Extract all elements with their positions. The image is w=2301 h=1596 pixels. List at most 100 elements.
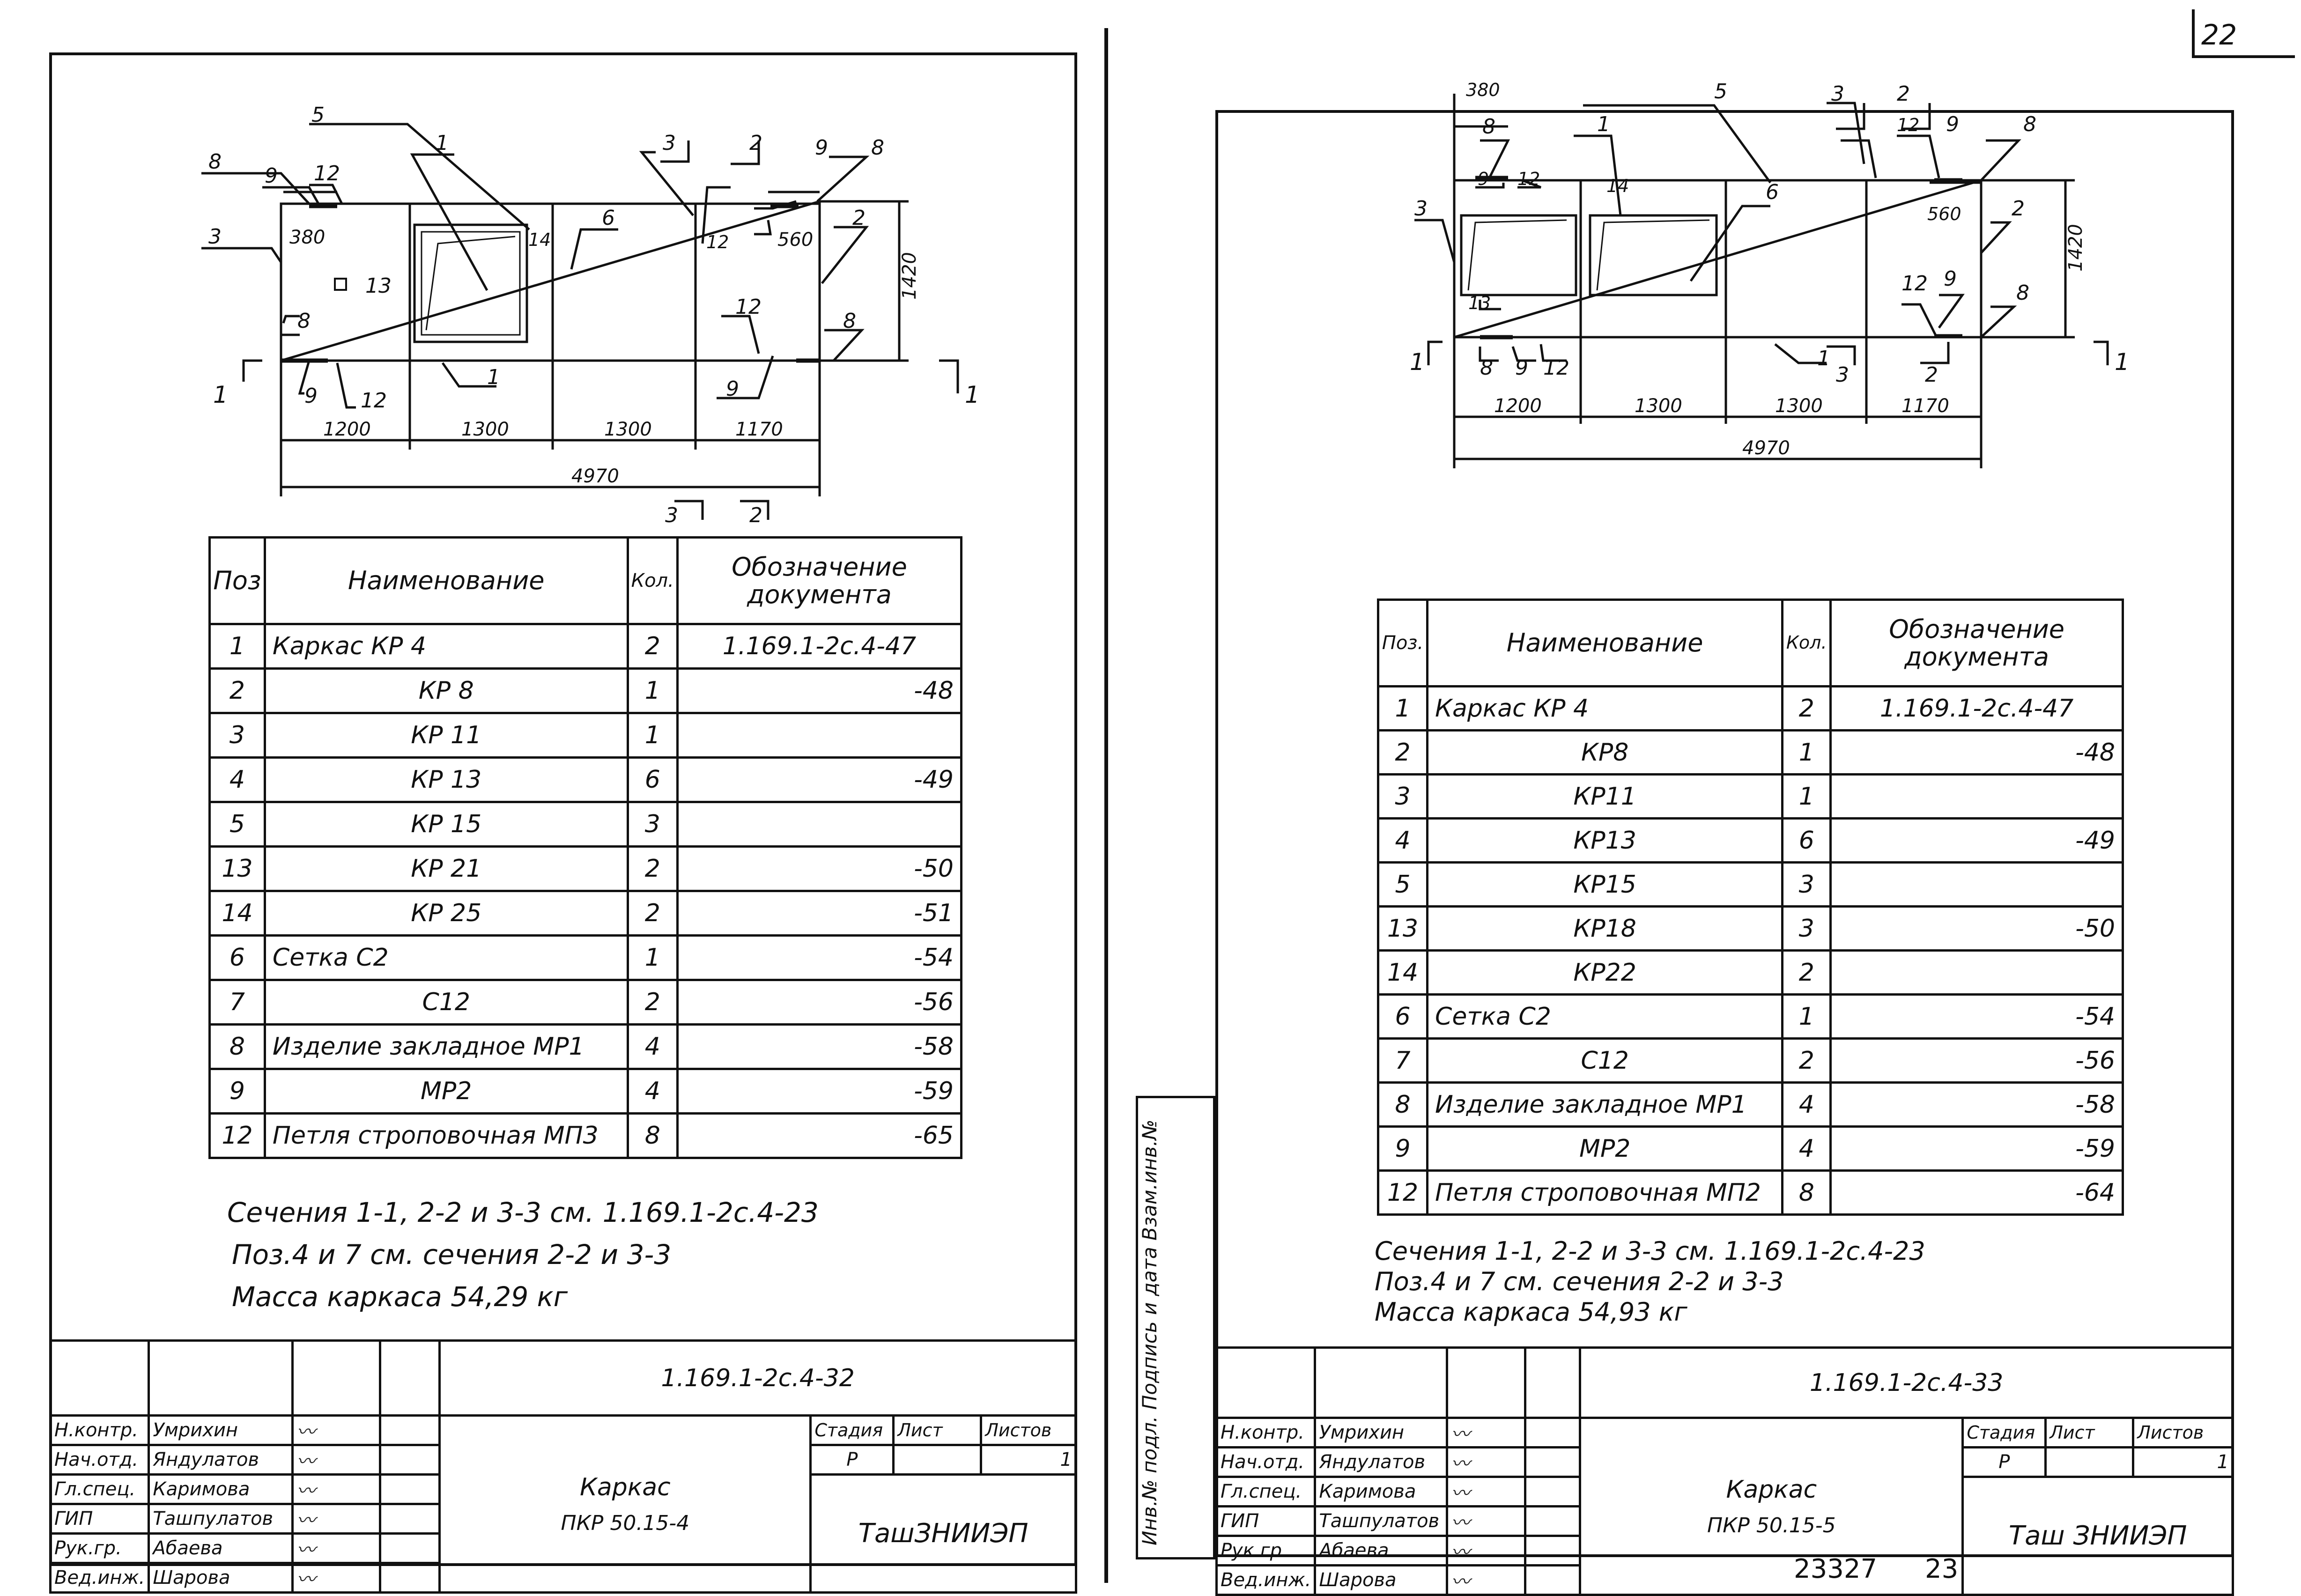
right-label-13: 13 — [1468, 293, 1491, 313]
left-cell-name: Изделие закладное МР1 — [263, 1023, 629, 1070]
right-cell-name: Каркас КР 4 — [1426, 685, 1784, 732]
left-cell-pos: 7 — [208, 979, 266, 1026]
left-label-8b: 8 — [871, 136, 884, 160]
left-cell-name: С12 — [263, 979, 629, 1026]
right-staff-role-0: Н.контр. — [1215, 1417, 1317, 1448]
right-cell-qty: 6 — [1781, 817, 1832, 864]
right-label-8d: 8 — [1480, 356, 1493, 380]
left-cell-doc: -56 — [676, 979, 963, 1026]
left-note-1: Сечения 1-1, 2-2 и 3-3 см. 1.169.1-2с.4-… — [227, 1197, 819, 1228]
right-cell-doc: -56 — [1829, 1037, 2124, 1084]
left-cell-pos: 12 — [208, 1112, 266, 1159]
right-cell-name: Изделие закладное МР1 — [1426, 1081, 1784, 1128]
left-spec-table: Поз Наименование Кол. Обозначение докуме… — [208, 536, 963, 1159]
right-cell-doc — [1829, 773, 2124, 820]
left-cell-qty: 1 — [626, 712, 679, 759]
right-label-12d: 12 — [1543, 356, 1569, 380]
right-signature-3: 〰 — [1446, 1505, 1527, 1537]
right-cell-name: Сетка С2 — [1426, 993, 1784, 1040]
left-sheets: 1 — [980, 1444, 1077, 1476]
right-staff-role-1: Нач.отд. — [1215, 1446, 1317, 1478]
left-spec-header: Поз Наименование Кол. Обозначение докуме… — [208, 536, 963, 625]
left-doc-code: 1.169.1-2с.4-32 — [438, 1339, 1077, 1417]
left-cell-qty: 1 — [626, 934, 679, 981]
left-cell-doc — [676, 712, 963, 759]
right-label-12c: 12 — [1901, 272, 1928, 296]
page-number: 22 — [2201, 19, 2237, 52]
left-label-12d: 12 — [361, 389, 387, 413]
left-label-6: 6 — [602, 206, 615, 230]
right-label-8c: 8 — [2016, 281, 2029, 305]
left-signature-5: 〰 — [291, 1562, 382, 1594]
left-dim-380: 380 — [289, 227, 325, 248]
left-cell-name: КР 25 — [263, 890, 629, 937]
left-staff-name-3: Ташпулатов — [148, 1503, 294, 1535]
left-staff-name-0: Умрихин — [148, 1414, 294, 1446]
right-cell-name: КР11 — [1426, 773, 1784, 820]
left-label-9c: 9 — [726, 377, 739, 401]
left-label-9b: 9 — [815, 136, 828, 160]
right-staff-role-3: ГИП — [1215, 1505, 1317, 1537]
right-dim-1200: 1200 — [1494, 395, 1542, 417]
right-dim-1170: 1170 — [1901, 395, 1949, 417]
right-cell-pos: 12 — [1376, 1169, 1429, 1216]
right-cell-doc: -50 — [1829, 905, 2124, 952]
right-cell-pos: 3 — [1376, 773, 1429, 820]
page-number-mark — [2192, 9, 2195, 56]
left-cell-name: КР 8 — [263, 667, 629, 714]
left-dim-1170: 1170 — [735, 419, 783, 440]
right-label-2top: 2 — [1897, 82, 1910, 106]
left-label-8d: 8 — [297, 309, 311, 333]
left-drawing-title: Каркас — [580, 1473, 671, 1501]
right-signature-0: 〰 — [1446, 1417, 1527, 1448]
left-staff-name-5: Шарова — [148, 1562, 294, 1594]
left-sheet — [892, 1444, 983, 1476]
left-label-12a: 12 — [314, 162, 340, 185]
right-cell-doc — [1829, 861, 2124, 908]
right-sheets: 1 — [2132, 1446, 2234, 1478]
right-cell-pos: 9 — [1376, 1125, 1429, 1172]
left-cell-name: Петля строповочная МП3 — [263, 1112, 629, 1159]
left-cell-pos: 4 — [208, 756, 266, 803]
left-cell-qty: 2 — [626, 979, 679, 1026]
left-label-9a: 9 — [265, 164, 278, 188]
right-col-doc: Обозначение документа — [1829, 598, 2124, 687]
right-cell-pos: 4 — [1376, 817, 1429, 864]
right-cell-qty: 2 — [1781, 949, 1832, 996]
right-note-2: Поз.4 и 7 см. сечения 2-2 и 3-3 — [1375, 1267, 1784, 1296]
right-staff-name-2: Каримова — [1314, 1476, 1449, 1507]
left-label-9d: 9 — [304, 384, 318, 408]
left-org: ТашЗНИИЭП — [809, 1473, 1077, 1594]
left-dim-4970: 4970 — [571, 466, 619, 487]
left-cell-doc: -48 — [676, 667, 963, 714]
right-cell-qty: 4 — [1781, 1081, 1832, 1128]
right-dim-560: 560 — [1927, 204, 1961, 224]
right-org: Таш ЗНИИЭП — [1961, 1476, 2234, 1596]
left-col-qty: Кол. — [626, 536, 679, 625]
right-label-12a: 12 — [1517, 169, 1540, 189]
page-number-underline — [2192, 55, 2295, 58]
left-label-13: 13 — [365, 274, 392, 298]
right-label-1b: 1 — [1817, 347, 1830, 370]
right-drawing-subtitle: ПКР 50.15-5 — [1707, 1513, 1836, 1537]
right-cell-name: Петля строповочная МП2 — [1426, 1169, 1784, 1216]
right-cell-pos: 1 — [1376, 685, 1429, 732]
left-cell-doc: -59 — [676, 1068, 963, 1115]
left-dim-1200: 1200 — [323, 419, 371, 440]
left-cell-pos: 2 — [208, 667, 266, 714]
left-cell-pos: 13 — [208, 845, 266, 892]
right-label-1a: 1 — [1597, 112, 1610, 136]
left-cell-name: КР 11 — [263, 712, 629, 759]
side-stamp-box — [1136, 1096, 1215, 1559]
right-staff-name-3: Ташпулатов — [1314, 1505, 1449, 1537]
right-cell-qty: 2 — [1781, 1037, 1832, 1084]
